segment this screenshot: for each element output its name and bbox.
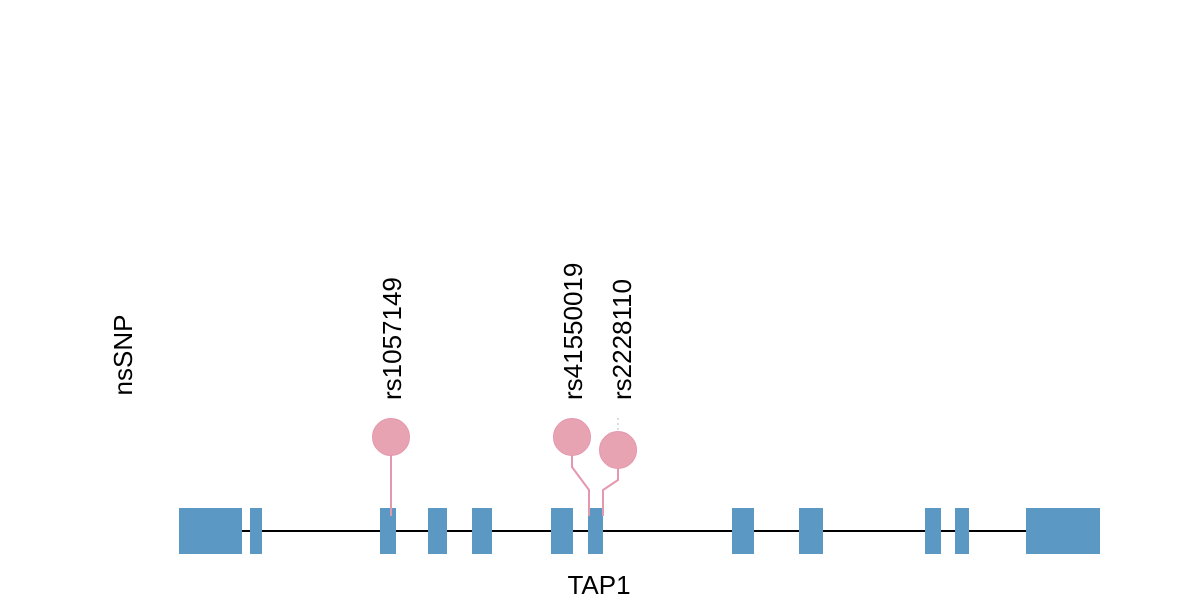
snp-head[interactable] (599, 431, 637, 469)
exon-1 (179, 508, 242, 554)
exon-2 (250, 508, 262, 554)
gene-label: TAP1 (567, 570, 630, 600)
exon-7 (588, 508, 603, 554)
exon-12 (1026, 508, 1100, 554)
snp-rs41550019: rs41550019 (553, 263, 591, 516)
snp-rs2228110: rs2228110 (599, 279, 637, 516)
exon-3 (380, 508, 396, 554)
snp-label: rs2228110 (607, 279, 637, 400)
exon-6 (551, 508, 573, 554)
exon-5 (472, 508, 492, 554)
snp-group: rs1057149 rs41550019 rs2228110 (372, 263, 637, 516)
exon-8 (732, 508, 754, 554)
snp-label: rs1057149 (377, 277, 407, 400)
exon-10 (925, 508, 941, 554)
exon-4 (428, 508, 447, 554)
exon-group (179, 508, 1100, 554)
snp-head[interactable] (553, 418, 591, 456)
snp-rs1057149: rs1057149 (372, 277, 410, 516)
exon-11 (955, 508, 969, 554)
snp-label: rs41550019 (558, 263, 588, 400)
snp-head[interactable] (372, 418, 410, 456)
exon-9 (799, 508, 823, 554)
track-label: nsSNP (108, 315, 138, 396)
